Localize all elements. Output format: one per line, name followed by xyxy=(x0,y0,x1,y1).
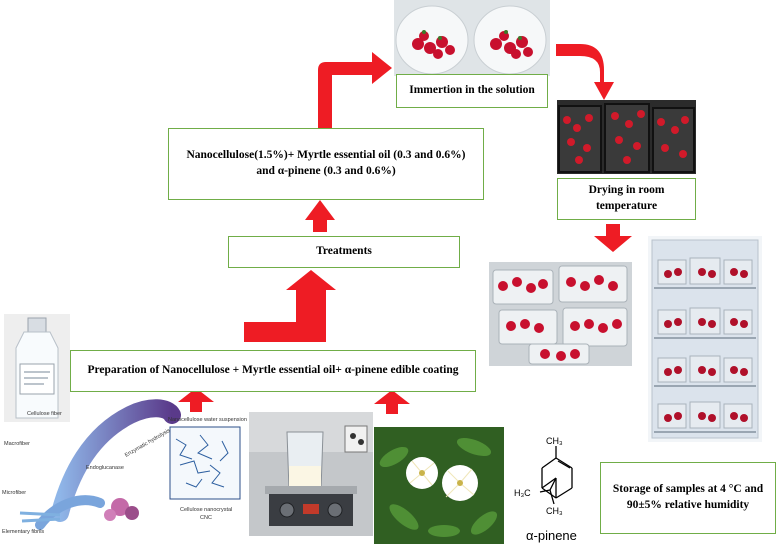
myrtle-flower-photo xyxy=(374,427,504,544)
alpha-pinene-structure: CH₃ H₃C CH₃ α-pinene xyxy=(512,432,602,544)
ch3-bottom-label: CH₃ xyxy=(546,506,563,516)
label-microfiber: Microfiber xyxy=(2,490,26,496)
treatments-box: Treatments xyxy=(228,236,460,268)
label-elementary-fibrils: Elementary fibrils xyxy=(2,529,44,535)
storage-label: Storage of samples at 4 °C and 90±5% rel… xyxy=(612,483,764,511)
alpha-pinene-label: α-pinene xyxy=(526,528,577,543)
storage-box: Storage of samples at 4 °C and 90±5% rel… xyxy=(600,462,776,534)
label-nanocellulose-suspension: Nanocellulose water suspension xyxy=(168,417,247,423)
drying-box: Drying in room temperature xyxy=(557,178,696,220)
label-endoglucanase: Endoglucanase xyxy=(86,465,124,471)
nanocellulose-bottle-photo xyxy=(4,314,70,422)
label-cellulose-nanocrystal: Cellulose nanocrystal xyxy=(180,507,232,513)
arrow-to-treatment-desc xyxy=(305,200,335,232)
ch3-top-label: CH₃ xyxy=(546,436,563,446)
cellulose-structure-diagram: Cellulose fiber Macrofiber Microfiber El… xyxy=(0,395,248,545)
magnetic-stirrer-photo xyxy=(249,412,373,536)
treatment-description-label: Nanocellulose(1.5%)+ Myrtle essential oi… xyxy=(186,149,466,177)
treatments-label: Treatments xyxy=(316,245,372,258)
label-cnc: CNC xyxy=(200,515,212,521)
label-macrofiber: Macrofiber xyxy=(4,441,30,447)
immersion-box: Immertion in the solution xyxy=(396,74,548,108)
packaged-strawberries-photo xyxy=(489,262,632,366)
arrow-to-immersion xyxy=(318,52,392,128)
drying-trays-photo xyxy=(557,100,696,174)
drying-label: Drying in room temperature xyxy=(588,184,665,212)
arrow-to-treatments xyxy=(244,270,336,342)
preparation-box: Preparation of Nanocellulose + Myrtle es… xyxy=(70,350,476,392)
immersion-label: Immertion in the solution xyxy=(409,84,535,97)
preparation-label: Preparation of Nanocellulose + Myrtle es… xyxy=(87,364,459,377)
label-cellulose-fiber: Cellulose fiber xyxy=(27,411,62,417)
label-enzymatic-hydrolysis: Enzymatic hydrolysis xyxy=(124,428,172,459)
arrow-to-drying xyxy=(556,44,614,100)
arrow-from-myrtle xyxy=(374,390,410,414)
treatment-description-box: Nanocellulose(1.5%)+ Myrtle essential oi… xyxy=(168,128,484,200)
refrigerator-storage-photo xyxy=(648,236,762,442)
strawberry-cups-photo xyxy=(394,0,550,76)
h3c-label: H₃C xyxy=(514,488,531,498)
arrow-to-storage xyxy=(594,224,632,252)
